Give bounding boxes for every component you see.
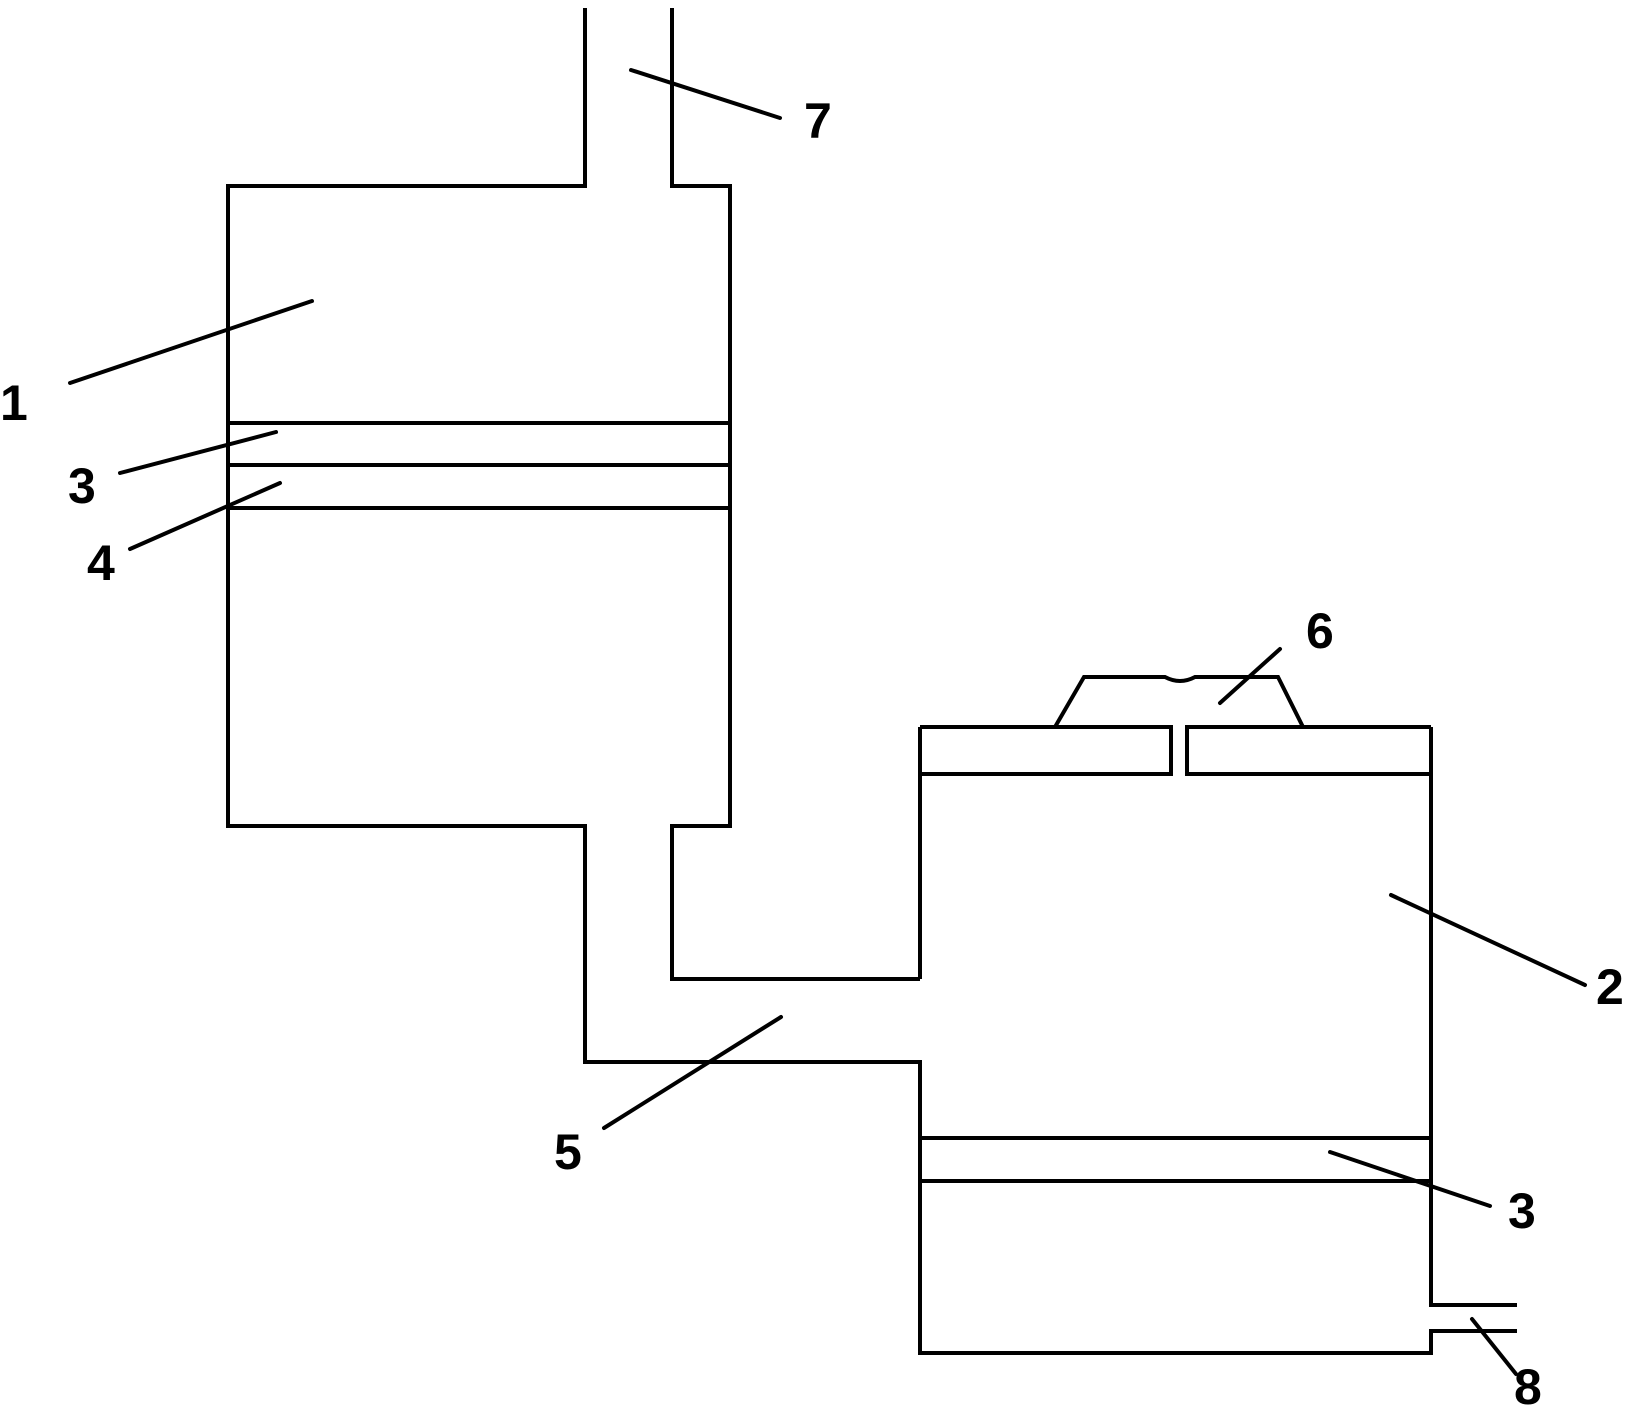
label-1: 1 bbox=[0, 375, 28, 431]
leader-1 bbox=[68, 299, 314, 385]
lid-plate-left bbox=[920, 725, 1173, 776]
label-7: 7 bbox=[804, 93, 832, 149]
upper-vessel-left-outline bbox=[226, 8, 1517, 1355]
leader-8 bbox=[1470, 1317, 1518, 1376]
lower-vessel-right-wall bbox=[1429, 727, 1517, 1307]
leader-7 bbox=[629, 68, 782, 120]
leader-4 bbox=[128, 481, 282, 551]
leader-3-lower bbox=[1328, 1150, 1492, 1208]
label-3-lower: 3 bbox=[1508, 1183, 1536, 1239]
label-2: 2 bbox=[1596, 959, 1624, 1015]
upper-vessel-right-outline bbox=[670, 8, 920, 981]
label-4: 4 bbox=[87, 535, 115, 591]
lid-plate-right bbox=[1185, 725, 1431, 776]
label-6: 6 bbox=[1306, 603, 1334, 659]
label-3-upper: 3 bbox=[68, 458, 96, 514]
label-8: 8 bbox=[1514, 1359, 1542, 1407]
cap-6 bbox=[1053, 675, 1305, 729]
label-5: 5 bbox=[554, 1124, 582, 1180]
leader-2 bbox=[1389, 893, 1587, 987]
leader-6 bbox=[1218, 647, 1282, 705]
leader-5 bbox=[602, 1015, 783, 1130]
leader-3-upper bbox=[118, 430, 278, 475]
